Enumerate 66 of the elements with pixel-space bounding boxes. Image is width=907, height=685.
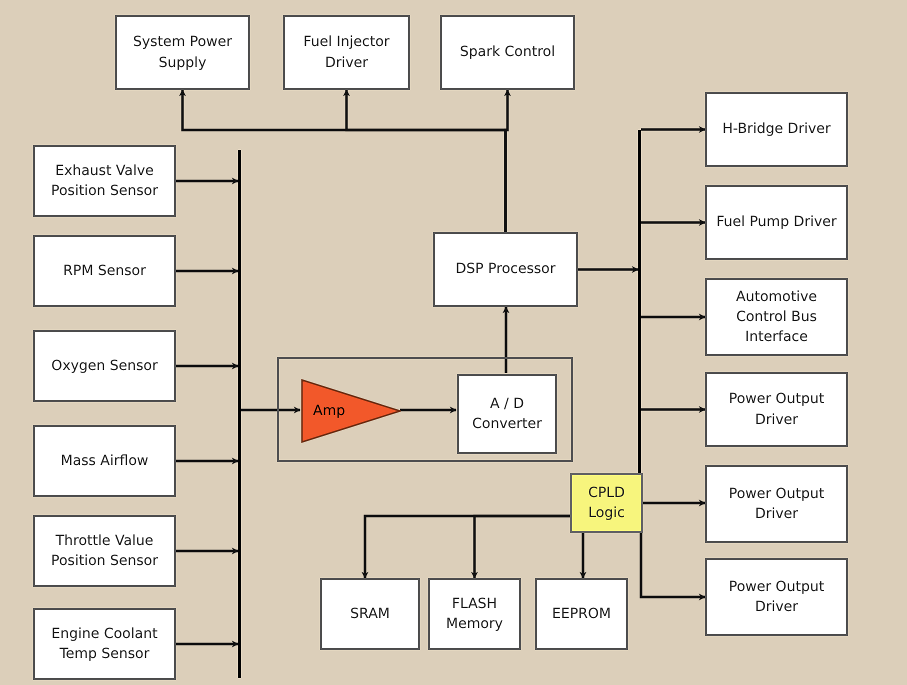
- logic-box: [570, 473, 643, 533]
- node-label: Oxygen Sensor: [51, 356, 158, 376]
- node-label: EEPROM: [552, 604, 611, 624]
- node-label: Fuel Pump Driver: [716, 213, 837, 232]
- arrow: [400, 406, 457, 414]
- node-label: Mass Airflow: [60, 452, 148, 471]
- arrow: [640, 533, 706, 600]
- arrow: [176, 178, 239, 184]
- block-box: [535, 578, 628, 650]
- node-label: Power Output Driver: [728, 484, 826, 524]
- node-label: DSP Processor: [456, 260, 556, 280]
- block-box: [705, 465, 848, 543]
- block-box: [33, 330, 176, 402]
- block-box: [457, 374, 557, 454]
- node-label: Automotive Control Bus Interface: [735, 288, 818, 348]
- arrow: [643, 500, 706, 506]
- node-label: H-Bridge Driver: [722, 120, 831, 140]
- node-label: System Power Supply: [132, 33, 233, 72]
- block-box: [33, 608, 176, 680]
- arrow: [176, 548, 239, 554]
- node-label: Power Output Driver: [728, 578, 826, 617]
- arrow: [641, 406, 706, 413]
- bus-line: [238, 150, 241, 678]
- block-box: [440, 15, 575, 90]
- block-box: [705, 278, 848, 356]
- node-label: Fuel Injector Driver: [302, 33, 391, 72]
- block-box: [705, 185, 848, 260]
- arrow: [176, 458, 239, 464]
- node-label: Engine Coolant Temp Sensor: [50, 624, 159, 664]
- block-box: [33, 515, 176, 587]
- block-box: [115, 15, 250, 90]
- node-label: CPLD Logic: [587, 484, 626, 523]
- node-label: Power Output Driver: [728, 390, 826, 430]
- arrow: [176, 640, 239, 648]
- arrow: [578, 266, 639, 273]
- arrow: [176, 268, 239, 274]
- node-label: Exhaust Valve Position Sensor: [50, 162, 159, 201]
- node-label: SRAM: [350, 604, 390, 624]
- arrow: [580, 533, 586, 579]
- arrow: [641, 219, 706, 226]
- block-box: [705, 558, 848, 636]
- node-label: FLASH Memory: [445, 594, 504, 634]
- block-box: [33, 145, 176, 217]
- node-label: A / D Converter: [471, 394, 543, 434]
- arrow: [471, 514, 570, 579]
- block-box: [320, 578, 420, 650]
- arrow: [504, 89, 511, 232]
- arrow: [641, 314, 706, 320]
- arrow: [241, 406, 301, 414]
- arrow: [176, 362, 239, 370]
- arrow: [641, 126, 706, 133]
- group-box: [277, 357, 573, 462]
- block-box: [33, 425, 176, 497]
- node-label: Spark Control: [460, 43, 556, 62]
- node-label: Amp: [313, 402, 346, 421]
- block-box: [705, 92, 848, 167]
- arrow: [502, 306, 510, 373]
- block-box: [433, 232, 578, 307]
- block-box: [33, 235, 176, 307]
- amplifier-triangle: [301, 379, 401, 443]
- node-label: RPM Sensor: [63, 262, 146, 281]
- bus-line: [638, 130, 641, 473]
- block-box: [705, 372, 848, 447]
- block-box: [428, 578, 521, 650]
- node-label: Throttle Value Position Sensor: [50, 532, 159, 571]
- block-box: [283, 15, 410, 90]
